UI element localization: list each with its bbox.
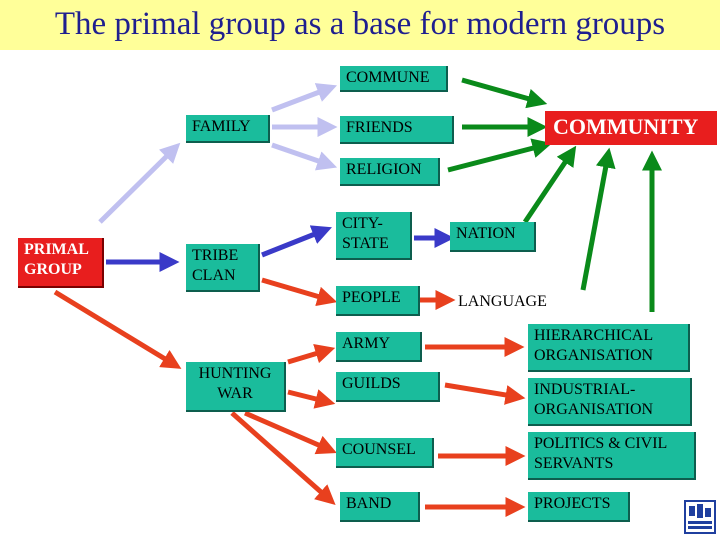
arrow-religion-to-community <box>447 138 553 173</box>
node-tribe-clan: TRIBE CLAN <box>186 244 260 292</box>
arrow-hunting-to-guilds <box>287 389 336 409</box>
node-commune: COMMUNE <box>340 66 448 92</box>
logo-icon <box>684 500 716 534</box>
node-primal-group: PRIMAL GROUP <box>18 238 104 288</box>
node-industrial: INDUSTRIAL-ORGANISATION <box>528 378 692 426</box>
node-army: ARMY <box>336 332 422 362</box>
arrow-commune-to-community <box>461 77 548 109</box>
node-friends: FRIENDS <box>340 116 454 144</box>
arrow-hunting-to-band <box>230 411 336 505</box>
node-guilds: GUILDS <box>336 372 440 402</box>
arrow-hunting-to-army <box>287 344 336 365</box>
arrow-hunting-to-counsel <box>244 410 337 455</box>
node-hierarchical: HIERARCHICAL ORGANISATION <box>528 324 690 372</box>
node-family: FAMILY <box>186 115 270 143</box>
arrow-language-to-community <box>580 147 616 291</box>
node-city-state: CITY-STATE <box>336 212 412 260</box>
node-religion: RELIGION <box>340 158 440 186</box>
arrow-family-to-religion <box>271 142 338 171</box>
node-industrial-label: INDUSTRIAL-ORGANISATION <box>534 381 654 418</box>
node-community: COMMUNITY <box>545 111 717 145</box>
arrow-tribe-to-city <box>261 225 332 258</box>
node-projects: PROJECTS <box>528 492 630 522</box>
arrow-family-to-commune <box>271 83 338 113</box>
arrow-tribe-to-people <box>261 277 338 307</box>
title-bar <box>0 0 720 50</box>
arrow-nation-to-community <box>522 145 577 224</box>
node-people: PEOPLE <box>336 286 420 316</box>
arrow-guilds-to-industrial <box>444 382 526 405</box>
arrow-primal-to-family <box>98 142 181 224</box>
page-title: The primal group as a base for modern gr… <box>54 6 666 42</box>
arrow-primal-to-hunting <box>53 289 182 369</box>
node-city-state-label: CITY-STATE <box>342 215 389 252</box>
node-politics: POLITICS & CIVIL SERVANTS <box>528 432 696 480</box>
node-counsel: COUNSEL <box>336 438 434 468</box>
node-band: BAND <box>340 492 420 522</box>
node-nation: NATION <box>450 222 536 252</box>
node-hunting-war: HUNTING WAR <box>186 362 286 412</box>
node-language: LANGUAGE <box>458 293 547 310</box>
